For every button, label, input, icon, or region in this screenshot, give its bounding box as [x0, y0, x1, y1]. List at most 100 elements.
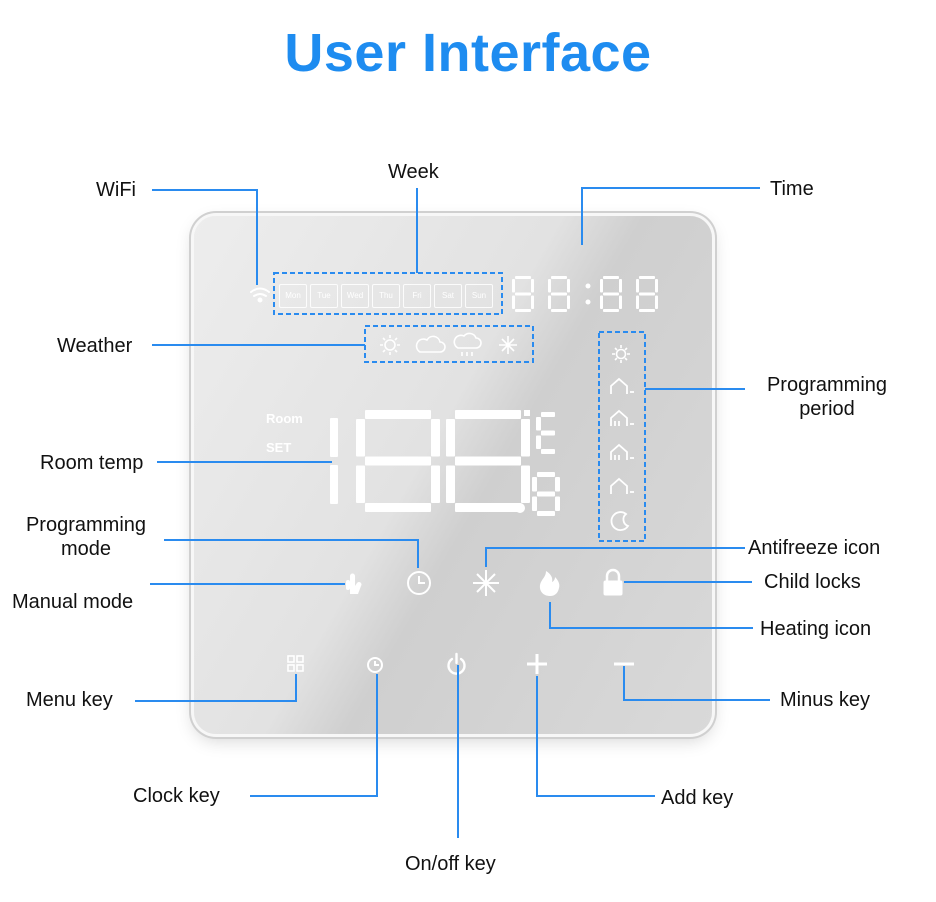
room-temp-digits	[330, 410, 530, 512]
minus-key-label: Minus key	[780, 689, 871, 711]
unit-letter-segment-g	[541, 430, 555, 436]
big-digit-1-segment-a	[365, 410, 431, 419]
menu-key-label: Menu key	[26, 689, 113, 711]
clock-key-leader	[250, 674, 378, 797]
day-thu: Thu	[372, 284, 400, 308]
time-digit-3-segment-g	[639, 292, 655, 296]
minus-key-leader	[623, 666, 770, 701]
big-digit-2-segment-f	[446, 419, 455, 457]
time-digit-3-segment-e	[636, 295, 639, 309]
programming-mode-label: Programming mode	[25, 514, 147, 560]
room-label: Room	[266, 411, 303, 426]
time-digit-0-segment-b	[531, 279, 534, 293]
menu-key-leader	[135, 674, 297, 702]
big-digit-2-segment-c	[521, 465, 530, 503]
time-digit-2-segment-c	[619, 295, 622, 309]
set-label: SET	[266, 440, 292, 455]
antifreeze-leader	[485, 547, 745, 567]
day-sat: Sat	[434, 284, 462, 308]
decimal-digit-segment-a	[537, 472, 555, 477]
add-key-leader	[536, 676, 655, 797]
time-digit-3-segment-c	[655, 295, 658, 309]
wifi-label: WiFi	[96, 179, 136, 201]
time-digit-3-segment-f	[636, 279, 639, 293]
snow-icon	[499, 336, 517, 354]
time-digit-2-segment-f	[600, 279, 603, 293]
time-digit-1-segment-f	[548, 279, 551, 293]
plus-icon[interactable]	[527, 654, 547, 674]
period-callout-box	[598, 331, 646, 542]
time-digit-1-segment-b	[567, 279, 570, 293]
clock-icon	[407, 571, 431, 595]
unit-letter-segment-a	[541, 412, 555, 417]
onoff-key-label: On/off key	[405, 853, 496, 875]
time-digit-2-segment-e	[600, 295, 603, 309]
antifreeze-icon-label: Antifreeze icon	[748, 537, 881, 559]
time-digit-3-segment-d	[639, 309, 655, 312]
sun-icon	[380, 335, 400, 355]
heating-leader	[549, 602, 753, 629]
clock-key-icon[interactable]	[367, 657, 383, 673]
time-digit-0-segment-e	[512, 295, 515, 309]
flame-icon	[539, 571, 560, 596]
day-wed: Wed	[341, 284, 369, 308]
week-callout-box	[273, 272, 503, 315]
big-digit-1-segment-e	[356, 465, 365, 503]
programming-mode-leader	[164, 539, 419, 568]
big-digit-1-segment-c	[431, 465, 440, 503]
week-label: Week	[388, 161, 439, 183]
day-tue: Tue	[310, 284, 338, 308]
day-sun: Sun	[465, 284, 493, 308]
unit-letter-segment-d	[541, 449, 555, 454]
day-mon: Mon	[279, 284, 307, 308]
decimal-digit-segment-c	[555, 496, 560, 511]
clock-key-label: Clock key	[133, 785, 220, 807]
time-digit-0-segment-f	[512, 279, 515, 293]
add-key-label: Add key	[661, 787, 734, 809]
time-digit-2-segment-g	[603, 292, 619, 296]
big-digit-0-segment-b	[330, 418, 338, 457]
unit-letter-segment-e	[536, 435, 541, 449]
degree-mark	[524, 410, 530, 416]
moon-icon	[610, 511, 630, 531]
time-colon-dot-1	[585, 299, 591, 305]
rain-icon	[453, 332, 482, 356]
time-digit-3-segment-a	[639, 276, 655, 279]
menu-icon[interactable]	[287, 655, 304, 672]
decimal-digit-segment-d	[537, 511, 555, 516]
wifi-icon	[250, 287, 270, 303]
time-digit-1-segment-d	[551, 309, 567, 312]
time-colon-dot-0	[585, 283, 591, 289]
time-leader	[581, 187, 760, 245]
time-digit-1-segment-g	[551, 292, 567, 296]
time-digit-0-segment-d	[515, 309, 531, 312]
time-display	[512, 276, 658, 312]
decimal-digit-segment-g	[537, 491, 555, 497]
home-icon	[610, 377, 634, 494]
time-digit-2-segment-b	[619, 279, 622, 293]
room-temp-label: Room temp	[40, 452, 144, 474]
page-title: User Interface	[284, 23, 652, 83]
decimal-digit-segment-e	[532, 496, 537, 511]
child-locks-label: Child locks	[764, 571, 861, 593]
big-digit-2-segment-d	[455, 503, 521, 512]
time-digit-2-segment-d	[603, 309, 619, 312]
temp-unit-digits	[515, 410, 560, 516]
big-digit-2-segment-a	[455, 410, 521, 419]
time-digit-1-segment-e	[548, 295, 551, 309]
decimal-digit-segment-f	[532, 477, 537, 492]
decimal-point	[515, 503, 525, 513]
big-digit-1-segment-g	[365, 456, 431, 466]
power-icon[interactable]	[447, 652, 466, 675]
manual-mode-label: Manual mode	[12, 591, 134, 613]
sun-icon	[612, 345, 630, 363]
time-digit-1-segment-c	[567, 295, 570, 309]
big-digit-2-segment-g	[455, 456, 521, 466]
decimal-digit-segment-b	[555, 477, 560, 492]
unit-letter-segment-f	[536, 417, 541, 431]
cloud-icon	[415, 335, 446, 353]
weather-label: Weather	[57, 335, 133, 357]
programming-period-label: Programming period	[766, 374, 888, 420]
time-digit-3-segment-b	[655, 279, 658, 293]
